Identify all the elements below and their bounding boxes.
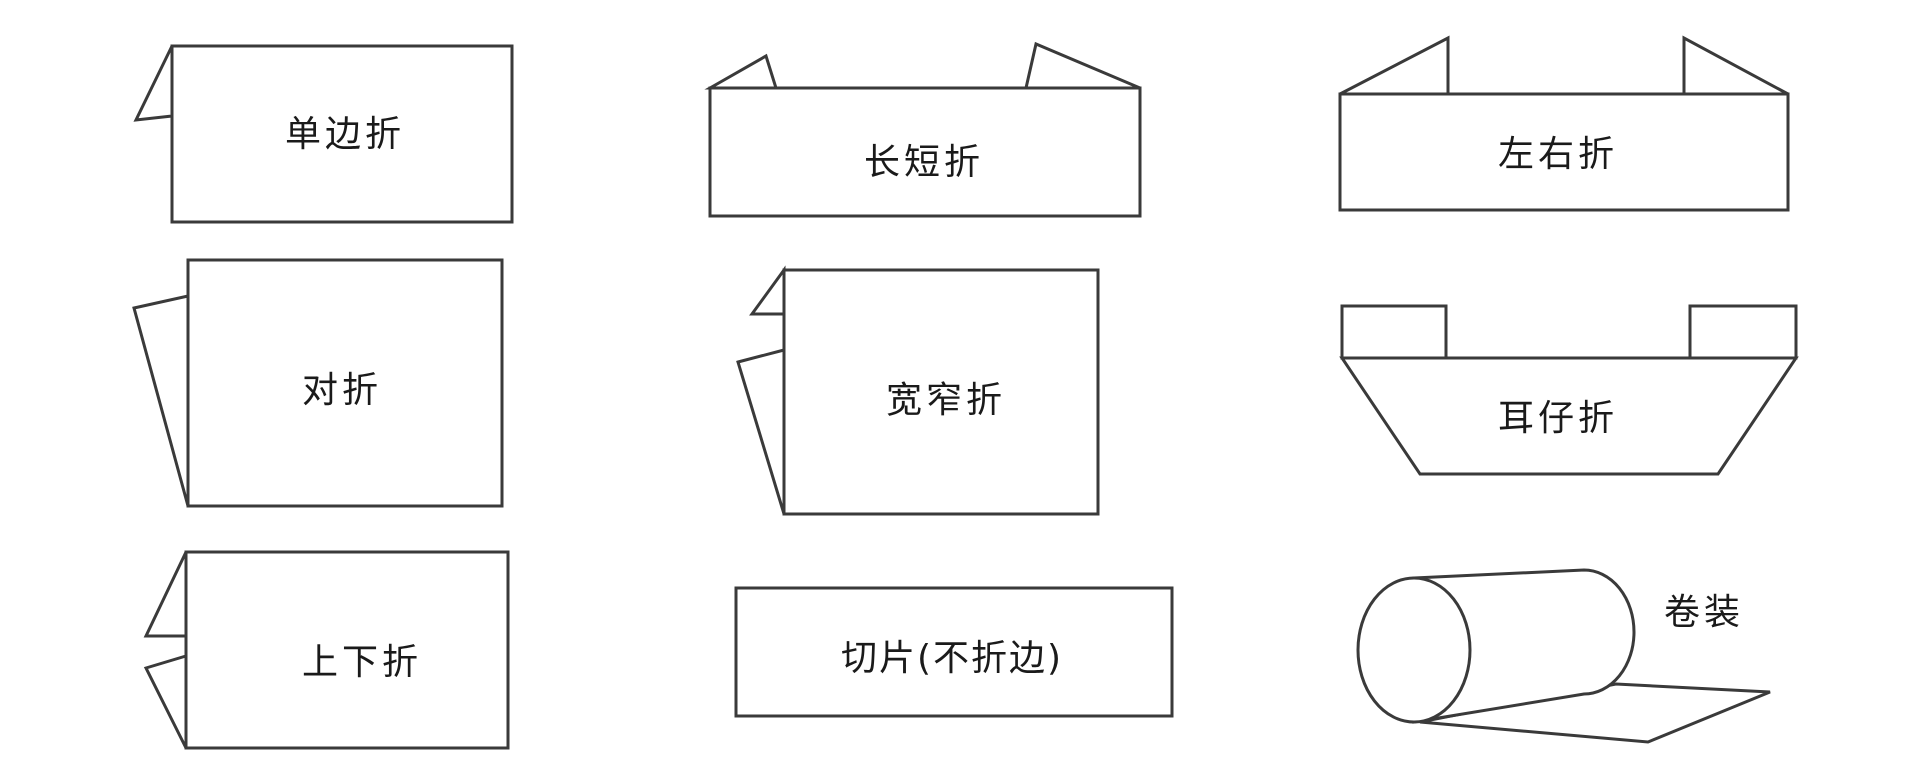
long-short-sheet (708, 86, 1142, 218)
single-edge-fold-figure: 单边折 (133, 44, 514, 224)
long-short-fold-figure: 长短折 (704, 41, 1142, 218)
left-right-fold-label: 左右折 (1498, 134, 1618, 175)
ear-fold-left-ear (1340, 304, 1448, 360)
single-edge-flap (133, 45, 174, 122)
half-fold-figure: 对折 (132, 258, 504, 508)
half-fold-back-sheet (132, 294, 190, 507)
ear-fold-label: 耳仔折 (1498, 398, 1618, 439)
half-fold-label: 对折 (302, 370, 382, 411)
roll-label: 卷装 (1664, 592, 1744, 633)
long-short-fold-label: 长短折 (864, 142, 984, 183)
roll-cylinder-body (1412, 568, 1636, 724)
wide-narrow-upper-flap (749, 265, 786, 316)
single-edge-sheet (170, 44, 514, 224)
wide-narrow-lower-flap (736, 348, 786, 515)
top-bottom-upper-flap (143, 551, 188, 638)
ear-fold-figure: 耳仔折 (1339, 304, 1799, 476)
ear-fold-right-ear (1688, 304, 1798, 360)
top-bottom-sheet (184, 550, 510, 750)
long-short-left-flap (704, 53, 779, 90)
left-right-right-flap (1682, 35, 1789, 96)
long-short-right-flap (1024, 41, 1141, 90)
left-right-left-flap (1339, 35, 1450, 96)
top-bottom-fold-figure: 上下折 (143, 550, 510, 750)
roll-figure: 卷装 (1356, 568, 1771, 744)
ear-fold-trapezoid (1339, 356, 1799, 476)
single-edge-fold-label: 单边折 (285, 114, 405, 155)
wide-narrow-fold-figure: 宽窄折 (736, 265, 1100, 516)
roll-cylinder-end (1356, 576, 1472, 724)
cut-sheet-label: 切片(不折边) (841, 638, 1063, 679)
left-right-fold-figure: 左右折 (1338, 35, 1790, 212)
top-bottom-lower-flap (143, 653, 188, 749)
cut-sheet-rect (734, 586, 1174, 718)
cut-sheet-figure: 切片(不折边) (734, 586, 1174, 718)
wide-narrow-sheet (782, 268, 1100, 516)
wide-narrow-fold-label: 宽窄折 (886, 380, 1006, 421)
top-bottom-fold-label: 上下折 (302, 642, 422, 683)
left-right-sheet (1338, 92, 1790, 212)
half-fold-sheet (186, 258, 504, 508)
